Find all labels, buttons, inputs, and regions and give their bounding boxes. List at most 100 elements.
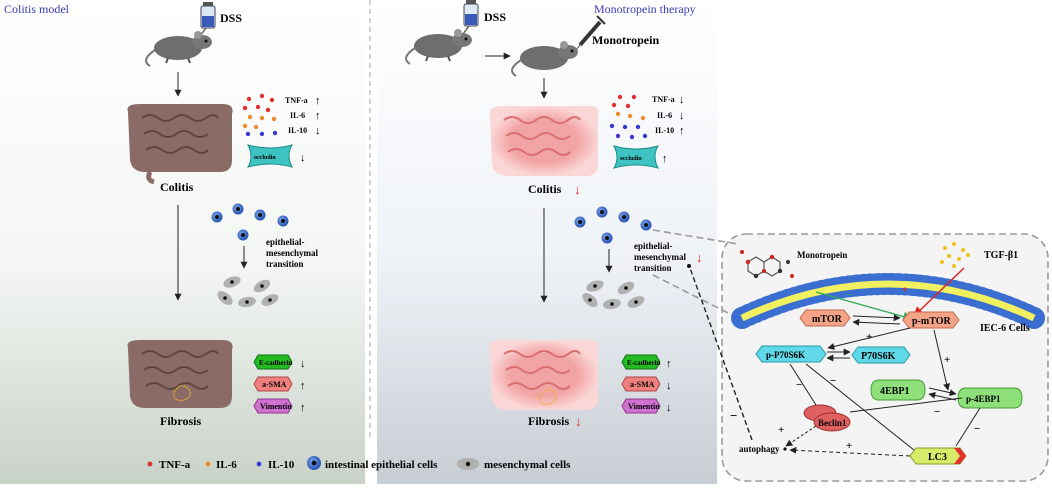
left-ecadherin-label: E-cadherin [259,359,293,367]
left-intestine-fibrosis-icon [127,340,233,408]
4ebp1-label: 4EBP1 [880,386,909,397]
left-vimentin-up-arrow: ↑ [300,402,306,414]
4ebp1-node [870,379,926,401]
right-epithelial-cells [574,206,652,244]
mtor-label: mTOR [812,314,843,325]
monotropein-molecule-icon [740,250,794,279]
inset-connector-bottom [652,274,743,321]
pmtor-pp70-plus: + [866,331,872,343]
right-emt-line1: epithelial- [634,241,673,251]
left-occludin-shape [246,144,294,168]
left-asma-label: a-SMA [262,380,287,389]
pmtor-label: p-mTOR [912,316,951,327]
legend-tnf-dot [147,461,153,467]
right-panel-title: Monotropein therapy [594,2,696,16]
autophagy-emt-minus: − [730,408,737,423]
iec6-cells-label: IEC-6 Cells [980,323,1030,334]
right-ecadherin-up-arrow: ↑ [666,358,672,370]
legend-epithelial-label: intestinal epithelial cells [325,459,438,471]
pmtor-to-p4ebp1-arrow [933,329,950,391]
lc3-label: LC3 [928,452,947,463]
legend-mesenchymal-label: mesenchymal cells [484,459,571,471]
p4ebp1-label: p-4EBP1 [966,394,1001,404]
left-occludin-down-arrow: ↓ [300,152,306,164]
p4ebp1-lc3-line [955,407,981,447]
4ebp1-to-p4ebp1-arrow [928,387,957,397]
autophagy-label: autophagy [739,444,780,454]
left-asma-box [253,376,293,392]
pp70-beclin-minus: − [796,379,802,391]
pp70s6k-node [755,345,827,363]
pp70s6k-label: p-P70S6K [766,350,805,360]
pp70-beclin-line [789,363,817,406]
right-vimentin-down-arrow: ↓ [666,402,672,414]
syringe-icon [575,15,606,51]
right-occludin-shape [612,145,660,169]
right-treated-mouse-icon [511,41,578,77]
p4ebp1-node [957,387,1023,409]
right-ecadherin-label: E-cadherin [627,359,661,367]
left-emt-line2: mesenchymal [266,248,318,258]
right-emt-line3: transition [634,263,672,273]
left-ecadherin-box [253,354,293,370]
left-il6-up-arrow: ↑ [315,110,321,122]
emt-inhibit-dot [687,264,691,268]
right-asma-down-arrow: ↓ [666,380,672,392]
tgf-promote-line [913,267,965,317]
lc3-autophagy-arrow [789,446,911,457]
left-emt-line3: transition [266,259,304,269]
p4ebp1-beclin-line [849,397,963,413]
pmtor-to-pp70-arrow [827,327,911,350]
right-vimentin-label: Vimentin [628,402,660,411]
p70s6k-node [851,346,911,364]
right-colitis-down-arrow: ↓ [574,182,581,197]
p70s6k-label: P70S6K [861,351,896,362]
autophagy-dot [783,447,787,451]
left-fibrosis-label: Fibrosis [160,414,201,428]
right-asma-box [621,376,661,392]
right-emt-line2: mesenchymal [634,252,686,262]
monotropein-minus: − [846,289,852,301]
left-cytokine-dots [242,93,278,137]
right-occludin-label: occludin [620,156,642,162]
pp70-lc3-minus: − [830,375,836,387]
right-vimentin-box [621,398,661,414]
tgf-dots [940,242,970,268]
left-tnf-label: TNF-a [285,96,308,105]
lc3-autophagy-plus: + [846,440,852,452]
right-intestine-fibrosis-icon [489,340,599,410]
right-il10-label: IL-10 [655,126,674,135]
pmtor-node [902,311,960,329]
inset-connector-top [652,229,739,245]
left-asma-up-arrow: ↑ [300,380,306,392]
tgf-plus: + [902,284,908,296]
right-il10-up-arrow: ↑ [679,125,685,137]
right-emt-down-arrow: ↓ [696,250,703,265]
pmtor-to-mtor-arrow [852,318,901,326]
right-fibrosis-down-arrow: ↓ [575,414,582,429]
legend-tnf-label: TNF-a [159,459,191,471]
inset-tgf-label: TGF-β1 [984,250,1018,261]
right-intestine-colitis-icon [489,106,599,176]
legend: TNF-a IL-6 IL-10 intestinal epithelial c… [147,456,571,471]
left-tnf-up-arrow: ↑ [315,95,321,107]
left-intestine-colitis-icon [127,104,233,185]
left-panel-title: Colitis model [4,2,70,16]
autophagy-to-emt-line [689,267,753,441]
left-emt-line1: epithelial- [266,237,305,247]
left-colitis-label: Colitis [160,180,194,194]
right-colitis-label: Colitis [528,182,562,196]
p4ebp1-minus: − [934,406,940,418]
p4ebp1-lc3-minus: − [974,423,980,435]
legend-il6-label: IL-6 [216,459,237,471]
inset-monotropein-label: Monotropein [797,250,847,260]
right-mouse-icon [405,29,472,65]
mtor-to-pmtor-arrow [852,314,901,322]
right-il6-label: IL-6 [657,111,672,120]
legend-il6-dot [205,461,211,467]
right-occludin-up-arrow: ↑ [662,153,668,165]
legend-il10-dot [256,461,262,467]
beclin1-node [803,404,851,432]
lc3-node [909,447,967,465]
